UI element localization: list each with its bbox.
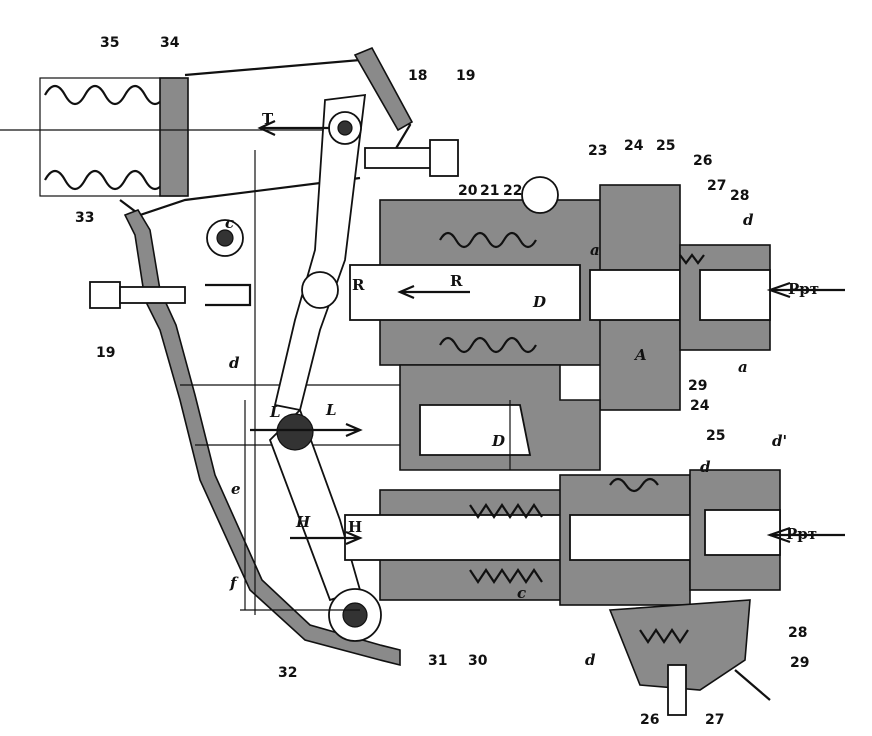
letter-d-left: d xyxy=(229,354,240,372)
label-34: 34 xyxy=(160,35,180,51)
letter-c-top: c xyxy=(225,214,234,232)
letter-D-mid: D xyxy=(491,432,505,450)
bellows xyxy=(0,77,330,197)
label-21: 21 xyxy=(480,183,499,199)
label-24-top: 24 xyxy=(624,138,644,154)
dimension-lines xyxy=(240,150,360,615)
label-25-mid: 25 xyxy=(706,428,725,444)
letter-R-end: R xyxy=(352,276,365,294)
letter-p-bot: Pрт xyxy=(786,525,817,543)
letter-e-left: e xyxy=(231,480,241,498)
label-27-top: 27 xyxy=(707,178,726,194)
label-22: 22 xyxy=(503,183,522,199)
adjust-screw-left xyxy=(89,281,186,309)
label-29-top: 29 xyxy=(688,378,707,394)
label-26-bot: 26 xyxy=(640,712,659,728)
label-30: 30 xyxy=(468,653,488,669)
letter-d-bot: d xyxy=(585,651,596,669)
label-28-top: 28 xyxy=(730,188,749,204)
letter-d-mid-right: d' xyxy=(772,432,787,450)
letter-a-right: a xyxy=(738,358,748,376)
label-20: 20 xyxy=(458,183,478,199)
label-31: 31 xyxy=(428,653,447,669)
label-32: 32 xyxy=(278,665,297,681)
letter-H1: H xyxy=(295,513,311,531)
letter-L1: L xyxy=(269,403,281,421)
adjust-screw-top xyxy=(364,139,459,177)
letter-d-top-right: d xyxy=(743,211,754,229)
letter-d-small: d xyxy=(700,458,711,476)
lever xyxy=(205,93,382,642)
label-18: 18 xyxy=(408,68,427,84)
label-29-bot: 29 xyxy=(790,655,809,671)
letter-p-top: Pрт xyxy=(788,280,819,298)
label-23: 23 xyxy=(588,143,607,159)
label-19-top: 19 xyxy=(456,68,475,84)
letter-T: T xyxy=(262,110,274,128)
label-19-left: 19 xyxy=(96,345,115,361)
letter-R-arrow: R xyxy=(450,272,463,290)
letter-D-top: D xyxy=(532,293,546,311)
upper-valve-body xyxy=(349,176,845,411)
upper-housing xyxy=(119,46,414,217)
label-33: 33 xyxy=(75,210,94,226)
arrows xyxy=(250,120,470,546)
letter-H2: H xyxy=(348,518,362,536)
lower-valve-body xyxy=(344,469,845,606)
part-numbers: 35 34 18 19 23 24 25 26 27 28 20 21 22 3… xyxy=(75,35,809,728)
label-27-bot: 27 xyxy=(705,712,724,728)
label-24-mid: 24 xyxy=(690,398,710,414)
letter-L2: L xyxy=(325,401,337,419)
diaphragm-unit xyxy=(608,599,771,716)
letter-f-left: f xyxy=(229,574,239,592)
letter-A: A xyxy=(633,346,647,364)
label-28-bot: 28 xyxy=(788,625,807,641)
label-25-top: 25 xyxy=(656,138,675,154)
label-35: 35 xyxy=(100,35,119,51)
letter-c-bot: c xyxy=(517,584,526,602)
central-body xyxy=(399,364,601,471)
label-26-top: 26 xyxy=(693,153,712,169)
letter-annotations: T R R D D L L H H A c d e f a a d d' d c… xyxy=(225,110,819,669)
letter-a-top: a xyxy=(590,241,600,259)
